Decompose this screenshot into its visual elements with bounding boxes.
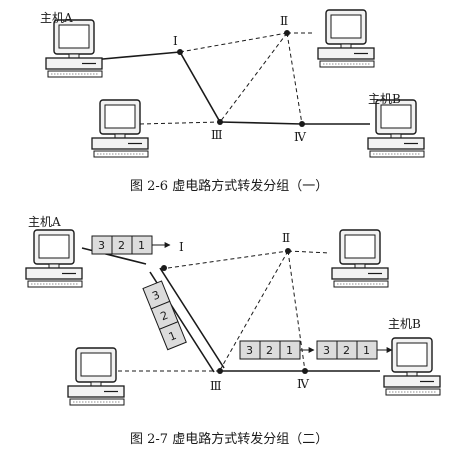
- node-iv: [299, 121, 305, 127]
- host-b-label: 主机B: [368, 92, 401, 106]
- packet-cell: [158, 321, 187, 351]
- node-label-iii: Ⅲ: [210, 379, 222, 393]
- node-label-iv: Ⅳ: [294, 130, 307, 144]
- node-iii: [217, 119, 223, 125]
- link-i-iii: [179, 51, 221, 123]
- packet-seq: 2: [159, 309, 170, 324]
- packet-seq: 2: [118, 239, 125, 252]
- packet-seq: 3: [98, 239, 105, 252]
- packet-seq: 1: [286, 344, 293, 357]
- node-i: [161, 265, 167, 271]
- packet-seq: 3: [323, 344, 330, 357]
- packet-bottom-1: 3 2 1: [239, 340, 315, 360]
- packet-a: 3 2 1: [91, 235, 171, 255]
- packet-seq: 2: [266, 344, 273, 357]
- computer-icon: [317, 9, 375, 68]
- link-ii-pc: [287, 250, 331, 254]
- node-ii: [284, 30, 290, 36]
- figure-2-7: Ⅰ Ⅱ Ⅲ Ⅳ 主机A 主机B 3 2 1 3 2 1: [25, 215, 441, 447]
- node-label-ii: Ⅱ: [282, 231, 290, 245]
- link-a-i: [91, 51, 181, 61]
- link-i-iii-main-b: [159, 267, 225, 369]
- link-iii-iv: [219, 121, 303, 125]
- node-label-iv: Ⅳ: [297, 377, 310, 391]
- link-i-ii: [179, 32, 288, 53]
- packet-seq: 2: [343, 344, 350, 357]
- packet-seq: 1: [363, 344, 370, 357]
- link-ii-iv: [286, 32, 303, 125]
- node-ii: [285, 248, 291, 254]
- host-a-label: 主机A: [28, 215, 61, 229]
- packet-vertical: 3 2 1: [142, 280, 187, 351]
- link-ii-iii: [219, 250, 289, 371]
- node-label-i: Ⅰ: [173, 34, 178, 48]
- host-a-computer-icon: [25, 229, 83, 288]
- link-i-ii: [167, 250, 289, 269]
- packet-seq: 3: [246, 344, 253, 357]
- packet-seq: 1: [138, 239, 145, 252]
- host-b-label: 主机B: [388, 317, 421, 331]
- packet-bottom-2: 3 2 1: [316, 340, 393, 360]
- host-b-computer-icon: [383, 337, 441, 396]
- packet-seq: 1: [167, 329, 178, 344]
- node-label-ii: Ⅱ: [280, 14, 288, 28]
- node-iv: [302, 368, 308, 374]
- link-pc-iii: [139, 121, 221, 125]
- computer-icon: [331, 229, 389, 288]
- host-a-computer-icon: [45, 19, 103, 78]
- link-ii-iv: [287, 250, 306, 372]
- computer-icon: [91, 99, 149, 158]
- node-iii: [217, 368, 223, 374]
- node-i: [177, 49, 183, 55]
- link-ii-iii: [219, 32, 288, 123]
- node-label-iii: Ⅲ: [211, 128, 223, 142]
- computer-icon: [67, 347, 125, 406]
- figure-2-7-caption: 图 2-7 虚电路方式转发分组（二）: [130, 431, 328, 447]
- figure-2-6: Ⅰ Ⅱ Ⅲ Ⅳ 主机A 主机B 图 2-6 虚电路方式转发分组（一）: [40, 9, 425, 194]
- node-label-i: Ⅰ: [179, 240, 184, 254]
- packet-seq: 3: [150, 288, 161, 303]
- host-a-label: 主机A: [40, 11, 73, 25]
- figure-2-6-caption: 图 2-6 虚电路方式转发分组（一）: [130, 178, 328, 194]
- host-b-computer-icon: [367, 99, 425, 158]
